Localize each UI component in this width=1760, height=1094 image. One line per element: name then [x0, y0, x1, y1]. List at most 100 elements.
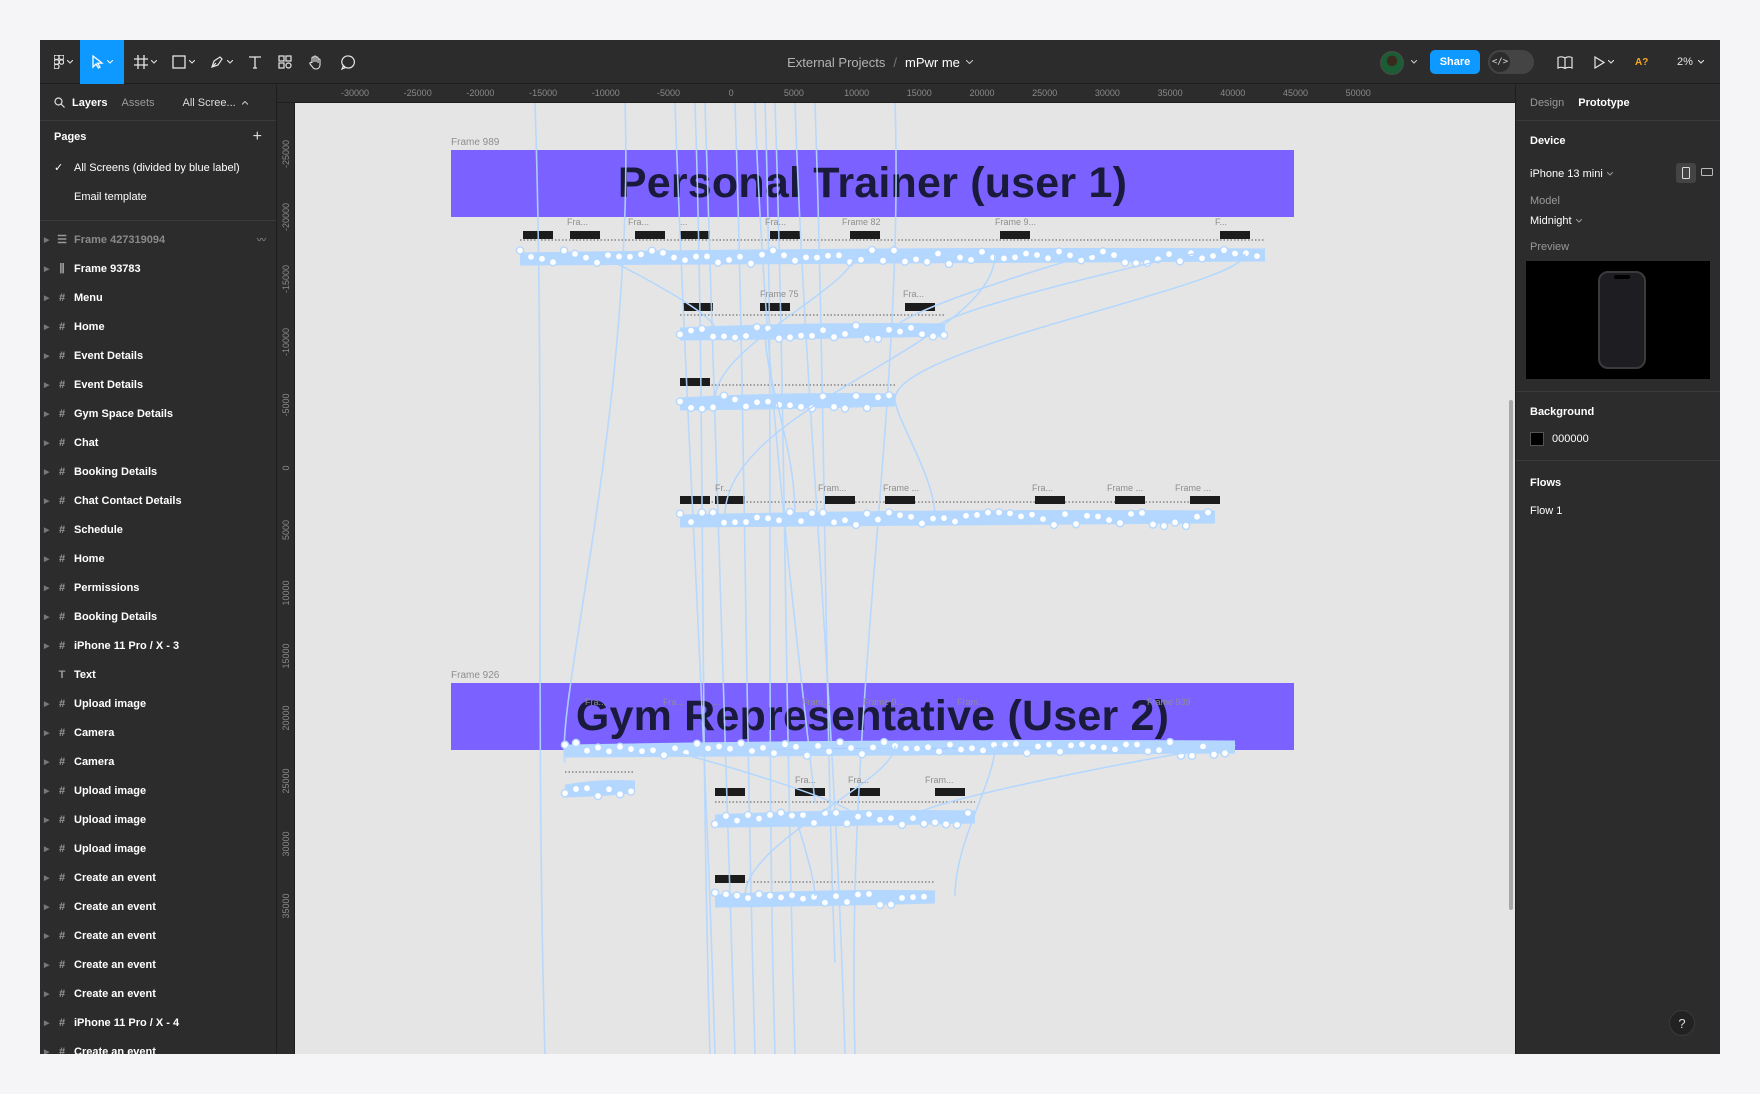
layer-item[interactable]: ▶⫼Frame 93783 [40, 254, 276, 283]
expand-arrow-icon[interactable]: ▶ [44, 265, 50, 273]
layer-item[interactable]: ▶#Home [40, 312, 276, 341]
expand-arrow-icon[interactable]: ▶ [44, 352, 50, 360]
tab-prototype[interactable]: Prototype [1578, 96, 1630, 109]
text-tool-button[interactable] [240, 40, 270, 84]
expand-arrow-icon[interactable]: ▶ [44, 468, 50, 476]
layer-item[interactable]: ▶#Home [40, 544, 276, 573]
page-item[interactable]: ✓All Screens (divided by blue label) [40, 153, 276, 182]
expand-arrow-icon[interactable]: ▶ [44, 439, 50, 447]
mini-frame-label[interactable]: Fra... [628, 217, 650, 227]
mini-frame-label[interactable]: Frame 75 [760, 289, 799, 299]
layer-item[interactable]: ▶#Create an event [40, 892, 276, 921]
tab-design[interactable]: Design [1530, 96, 1565, 109]
layer-item[interactable]: ▶#Schedule [40, 515, 276, 544]
background-color-field[interactable]: 000000 [1516, 432, 1720, 446]
section-banner-gym-representative[interactable]: Gym Representative (User 2) [451, 683, 1294, 750]
expand-arrow-icon[interactable]: ▶ [44, 1048, 50, 1055]
device-select[interactable]: iPhone 13 mini [1516, 163, 1720, 183]
expand-arrow-icon[interactable]: ▶ [44, 526, 50, 534]
resources-tool-button[interactable] [270, 40, 300, 84]
mini-frame-label[interactable]: Frame 9... [995, 217, 1037, 227]
layer-item[interactable]: ▶#iPhone 11 Pro / X - 4 [40, 1008, 276, 1037]
file-name-button[interactable]: mPwr me [905, 54, 960, 70]
layer-item[interactable]: ▶#Create an event [40, 863, 276, 892]
mini-frame-label[interactable]: Fr... [715, 483, 731, 493]
mini-frame-label[interactable]: Fra... [848, 775, 870, 785]
accessibility-warning-badge[interactable]: A? [1635, 56, 1649, 68]
add-page-icon[interactable]: + [252, 128, 262, 145]
canvas[interactable]: Frame 989 Personal Trainer (user 1) Fram… [295, 103, 1515, 1054]
mini-frame-label[interactable]: ... [680, 217, 688, 227]
landscape-orientation-icon[interactable] [1701, 167, 1713, 179]
layer-item[interactable]: ▶#Chat Contact Details [40, 486, 276, 515]
mini-frame-label[interactable]: F... [1215, 217, 1228, 227]
expand-arrow-icon[interactable]: ▶ [44, 787, 50, 795]
project-name-link[interactable]: External Projects [787, 54, 886, 70]
page-item[interactable]: Email template [40, 182, 276, 211]
layer-item[interactable]: ▶#Chat [40, 428, 276, 457]
section-banner-personal-trainer[interactable]: Personal Trainer (user 1) [451, 150, 1294, 217]
mini-frame-label[interactable]: Fram... [818, 483, 847, 493]
expand-arrow-icon[interactable]: ▶ [44, 729, 50, 737]
mini-frame-label[interactable]: Frame 9... [863, 697, 905, 707]
layer-item[interactable]: ▶#Permissions [40, 573, 276, 602]
layer-item[interactable]: ▶#iPhone 11 Pro / X - 3 [40, 631, 276, 660]
expand-arrow-icon[interactable]: ▶ [44, 410, 50, 418]
comment-tool-button[interactable] [332, 40, 364, 84]
expand-arrow-icon[interactable]: ▶ [44, 236, 50, 244]
expand-arrow-icon[interactable]: ▶ [44, 323, 50, 331]
model-select[interactable]: Midnight [1516, 215, 1720, 227]
move-tool-button[interactable] [80, 40, 124, 84]
mini-frame-label[interactable]: Frame ... [883, 483, 920, 493]
layer-item[interactable]: ▶#Booking Details [40, 457, 276, 486]
expand-arrow-icon[interactable]: ▶ [44, 613, 50, 621]
frame-label-926[interactable]: Frame 926 [451, 670, 500, 681]
layer-item[interactable]: ▶#Camera [40, 718, 276, 747]
share-button[interactable]: Share [1430, 50, 1480, 74]
shape-tool-button[interactable] [164, 40, 202, 84]
expand-arrow-icon[interactable]: ▶ [44, 903, 50, 911]
expand-arrow-icon[interactable]: ▶ [44, 584, 50, 592]
expand-arrow-icon[interactable]: ▶ [44, 758, 50, 766]
expand-arrow-icon[interactable]: ▶ [44, 642, 50, 650]
layer-item[interactable]: ▶#Create an event [40, 921, 276, 950]
expand-arrow-icon[interactable]: ▶ [44, 555, 50, 563]
expand-arrow-icon[interactable]: ▶ [44, 845, 50, 853]
mini-frame-label[interactable]: Fra... [765, 217, 787, 227]
expand-arrow-icon[interactable]: ▶ [44, 990, 50, 998]
layer-item[interactable]: ▶#Camera [40, 747, 276, 776]
mini-frame-label[interactable]: Fram... [925, 775, 954, 785]
expand-arrow-icon[interactable]: ▶ [44, 381, 50, 389]
layer-item[interactable]: ▶#Gym Space Details [40, 399, 276, 428]
color-swatch[interactable] [1530, 432, 1544, 446]
layer-item[interactable]: ▶#Create an event [40, 1037, 276, 1055]
expand-arrow-icon[interactable]: ▶ [44, 1019, 50, 1027]
zoom-dropdown[interactable]: 2% [1677, 40, 1704, 84]
layer-item[interactable]: ▶#Event Details [40, 370, 276, 399]
mini-frame-label[interactable]: Frame 939 [1147, 697, 1191, 707]
layer-item[interactable]: ▶#Upload image [40, 834, 276, 863]
help-button[interactable]: ? [1669, 1010, 1695, 1036]
present-button[interactable] [1586, 40, 1622, 84]
pen-tool-button[interactable] [202, 40, 240, 84]
avatar[interactable] [1380, 51, 1404, 75]
layer-item[interactable]: ▶#Booking Details [40, 602, 276, 631]
mini-frame-label[interactable]: Frame ... [1107, 483, 1144, 493]
page-selector[interactable]: All Scree... [182, 96, 236, 109]
search-icon[interactable] [54, 97, 65, 108]
dev-mode-toggle[interactable]: </> [1488, 50, 1534, 74]
hand-tool-button[interactable] [300, 40, 332, 84]
expand-arrow-icon[interactable]: ▶ [44, 961, 50, 969]
expand-arrow-icon[interactable]: ▶ [44, 874, 50, 882]
tab-layers[interactable]: Layers [72, 96, 108, 109]
expand-arrow-icon[interactable]: ▶ [44, 294, 50, 302]
portrait-orientation-icon[interactable] [1676, 163, 1696, 183]
mini-frame-label[interactable]: Frame ... [1175, 483, 1212, 493]
layer-item[interactable]: ▶#Upload image [40, 805, 276, 834]
layer-item[interactable]: ▶#Upload image [40, 776, 276, 805]
layer-item[interactable]: ▶#Event Details [40, 341, 276, 370]
frame-label-989[interactable]: Frame 989 [451, 137, 500, 148]
chevron-up-icon[interactable] [241, 100, 248, 105]
chevron-down-icon[interactable] [965, 60, 973, 64]
